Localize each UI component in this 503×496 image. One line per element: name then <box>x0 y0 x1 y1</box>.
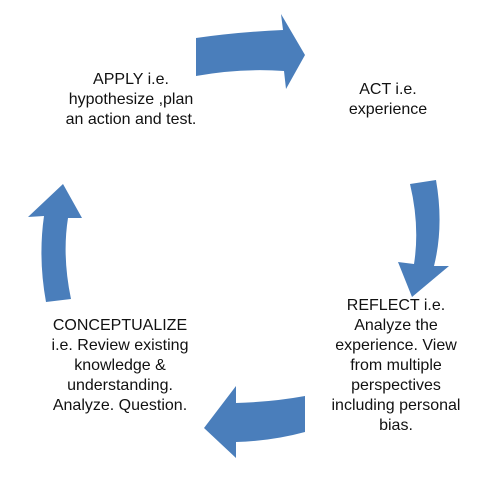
arrow-conceptualize-to-apply <box>28 184 82 302</box>
arrow-reflect-to-conceptualize <box>204 386 305 458</box>
arrow-act-to-reflect <box>398 180 449 297</box>
stage-reflect-label: REFLECT i.e. Analyze the experience. Vie… <box>331 297 461 434</box>
arrow-apply-to-act <box>196 14 305 89</box>
stage-apply-label: APPLY i.e. hypothesize ,plan an action a… <box>65 71 197 128</box>
stage-conceptualize-label: CONCEPTUALIZE i.e. Review existing knowl… <box>51 317 189 414</box>
stage-act-label: ACT i.e. experience <box>348 81 428 118</box>
